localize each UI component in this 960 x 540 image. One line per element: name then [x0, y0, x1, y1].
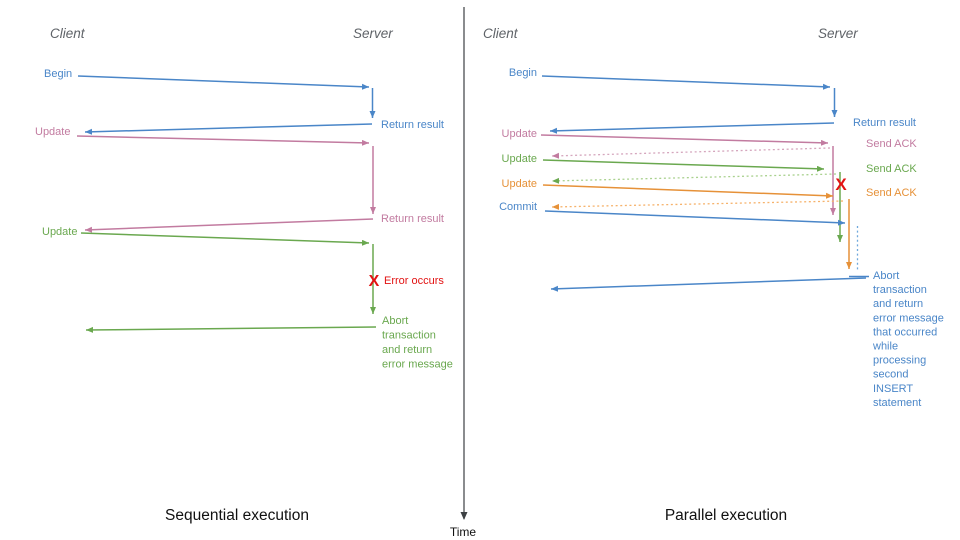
- left-error-x-icon: X: [369, 273, 380, 290]
- left-return-result-pink-label: Return result: [381, 213, 444, 225]
- right-abort-line: second: [873, 369, 908, 381]
- right-abort-line: that occurred: [873, 326, 937, 338]
- right-begin-request-arrow: [541, 75, 831, 90]
- left-error-occurs-label: Error occurs: [384, 275, 444, 287]
- right-abort-response-arrow: [550, 277, 867, 292]
- left-abort-line: transaction: [382, 330, 436, 342]
- right-update-orange-label: Update: [502, 178, 537, 190]
- right-ack-green-dotted-arrow: [551, 173, 837, 184]
- right-abort-line: error message: [873, 312, 944, 324]
- left-begin-response-arrow: [84, 123, 373, 135]
- right-abort-line: and return: [873, 298, 923, 310]
- sequential-execution-title: Sequential execution: [165, 507, 309, 524]
- right-server-label: Server: [818, 26, 858, 41]
- right-client-label: Client: [483, 26, 519, 41]
- right-abort-line: statement: [873, 397, 921, 409]
- right-update-pink-label: Update: [502, 128, 537, 140]
- left-abort-line: error message: [382, 359, 453, 371]
- right-commit-label: Commit: [499, 201, 537, 213]
- right-begin-response-arrow: [549, 122, 835, 134]
- right-send-ack-pink-label: Send ACK: [866, 138, 917, 150]
- right-update-green-request-arrow: [542, 159, 825, 172]
- left-begin-request-arrow: [77, 75, 370, 90]
- left-update-pink-response-arrow: [84, 218, 374, 233]
- left-abort-note: Abort transaction and return error messa…: [382, 315, 453, 371]
- parallel-panel: Client Server Begin Return result Update…: [483, 26, 944, 524]
- timeline-divider: Time: [450, 7, 477, 539]
- left-update-green-request-arrow: [80, 232, 370, 246]
- sequential-panel: Client Server Begin Return result Update…: [35, 26, 453, 524]
- right-ack-orange-dotted-arrow: [551, 200, 844, 210]
- left-abort-line: Abort: [382, 315, 408, 327]
- right-error-x-icon: X: [835, 175, 847, 194]
- right-abort-line: while: [872, 341, 898, 353]
- right-update-orange-request-arrow: [542, 184, 834, 199]
- right-abort-note: Abort transaction and return error messa…: [872, 270, 944, 409]
- right-return-result-label: Return result: [853, 117, 916, 129]
- right-abort-line: INSERT: [873, 383, 913, 395]
- left-abort-line: and return: [382, 344, 432, 356]
- right-send-ack-green-label: Send ACK: [866, 163, 917, 175]
- right-send-ack-orange-label: Send ACK: [866, 187, 917, 199]
- left-begin-label: Begin: [44, 68, 72, 80]
- parallel-execution-title: Parallel execution: [665, 507, 787, 524]
- left-client-label: Client: [50, 26, 86, 41]
- left-return-result-blue-label: Return result: [381, 119, 444, 131]
- right-abort-line: processing: [873, 355, 926, 367]
- time-axis-label: Time: [450, 525, 477, 539]
- right-update-pink-request-arrow: [540, 134, 829, 146]
- right-commit-request-arrow: [544, 210, 846, 226]
- left-update-green-label: Update: [42, 226, 77, 238]
- right-begin-label: Begin: [509, 67, 537, 79]
- left-server-label: Server: [353, 26, 393, 41]
- left-update-pink-request-arrow: [76, 135, 370, 146]
- left-abort-response-arrow: [85, 326, 377, 333]
- left-update-pink-label: Update: [35, 126, 70, 138]
- right-abort-line: transaction: [873, 284, 927, 296]
- right-update-green-label: Update: [502, 153, 537, 165]
- right-ack-pink-dotted-arrow: [551, 147, 831, 159]
- right-abort-line: Abort: [873, 270, 899, 282]
